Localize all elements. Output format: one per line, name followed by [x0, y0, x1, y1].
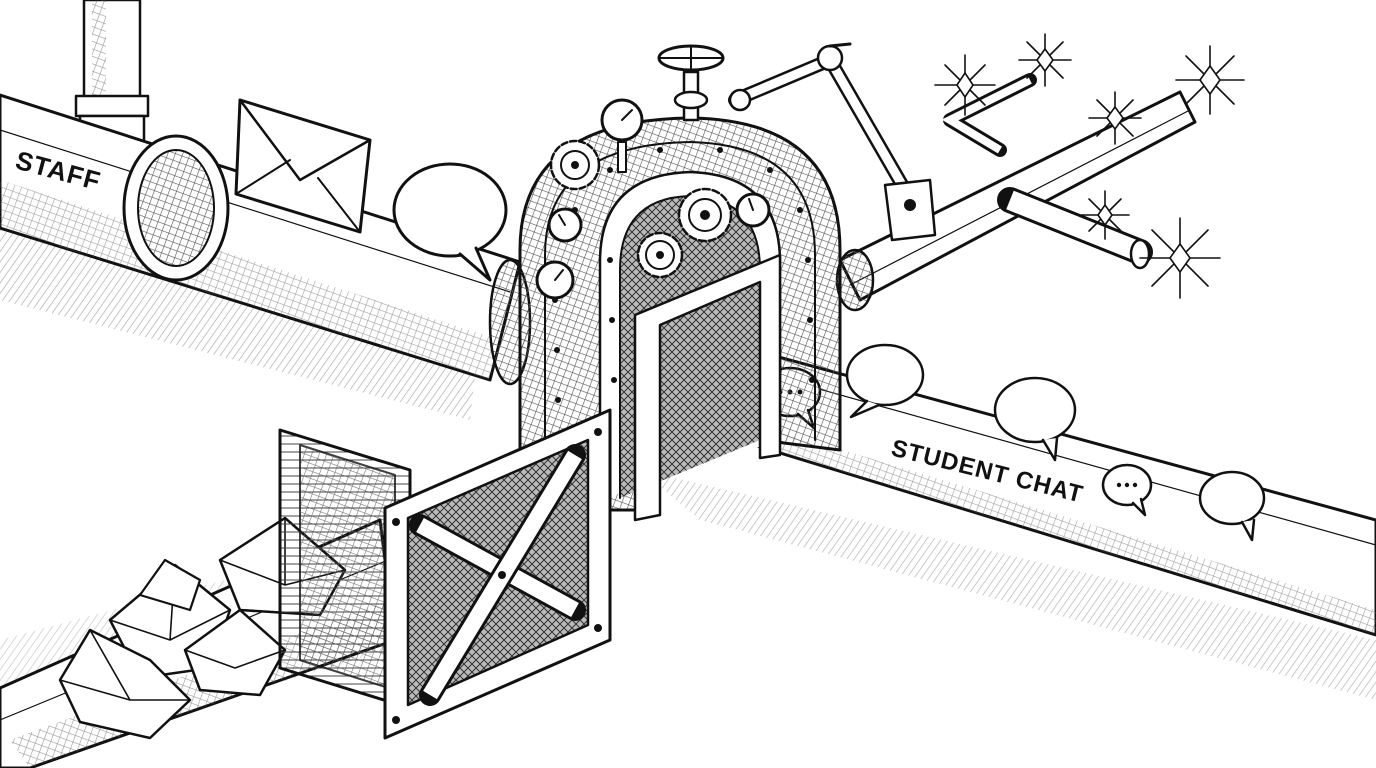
speech-bubble-icon [845, 343, 1266, 542]
wooden-barricade [278, 408, 612, 740]
valve-wheel-icon [657, 44, 725, 122]
gear-icon [549, 139, 733, 279]
speech-bubble-icon [392, 162, 508, 282]
crumpled-envelope-icon [58, 516, 347, 740]
output-branch-pipe [835, 73, 1197, 312]
envelope-icon [234, 98, 372, 234]
mechanical-arm [728, 42, 937, 242]
sparkle-icon [934, 33, 1245, 299]
student-chat-pipe: STUDENT CHAT [670, 328, 1376, 637]
pressure-gauge-icon [535, 98, 771, 300]
